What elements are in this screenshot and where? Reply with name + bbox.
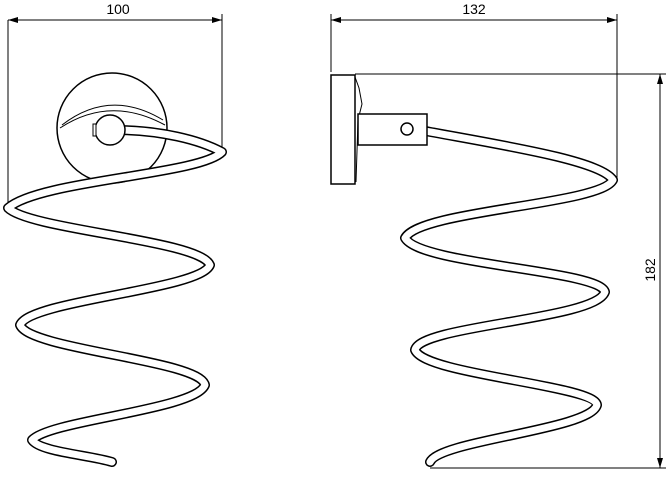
depth-dimension-label: 132 bbox=[462, 1, 486, 17]
rosette-edge bbox=[59, 110, 166, 129]
front-view: 100 bbox=[3, 1, 227, 467]
rosette-edge bbox=[61, 104, 164, 126]
side-view: 132 182 bbox=[330, 1, 666, 469]
width-dimension-label: 100 bbox=[106, 1, 130, 17]
height-dimension-label: 182 bbox=[642, 258, 658, 282]
hub-circle bbox=[94, 114, 126, 146]
wall-plate bbox=[330, 74, 356, 185]
screw-head bbox=[92, 123, 97, 137]
spiral-holder-side bbox=[401, 126, 617, 466]
spiral-holder-front bbox=[4, 126, 226, 466]
bracket-arm bbox=[357, 113, 428, 146]
set-screw-hole bbox=[400, 122, 414, 136]
